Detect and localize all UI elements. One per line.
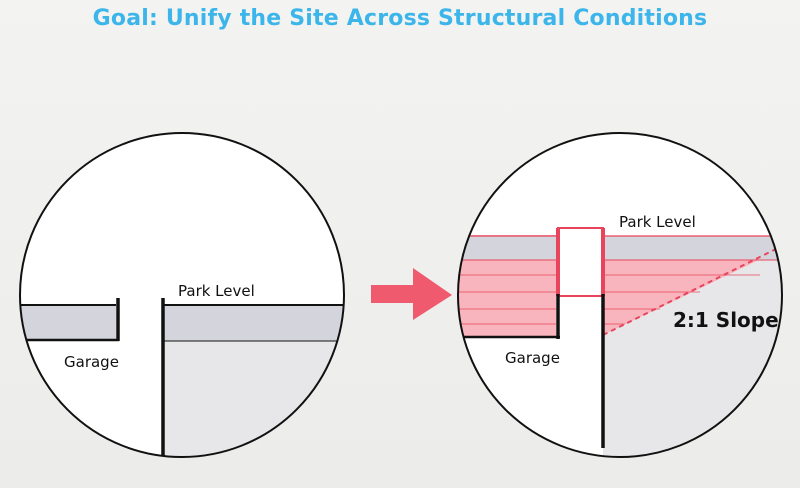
before-garage-slab: [20, 305, 116, 340]
after-diagram: Park Level Garage 2:1 Slope: [457, 132, 783, 458]
before-park-level-label: Park Level: [178, 282, 255, 300]
after-park-level-label: Park Level: [619, 213, 696, 231]
arrow-right-icon: [371, 268, 452, 320]
after-garage-label: Garage: [505, 349, 560, 367]
page-title: Goal: Unify the Site Across Structural C…: [92, 6, 708, 31]
before-ground: [164, 341, 344, 457]
before-park-slab: [164, 305, 344, 341]
after-fill-slope: [603, 240, 782, 335]
after-slope-line: [602, 241, 782, 336]
before-diagram: Park Level Garage: [19, 132, 345, 458]
after-slope-label: 2:1 Slope: [673, 308, 779, 332]
after-circle-outline: [457, 132, 783, 458]
after-park-slab: [458, 236, 782, 260]
before-garage-label: Garage: [64, 353, 119, 371]
before-circle-outline: [19, 132, 345, 458]
after-wall-extension: [557, 227, 604, 297]
